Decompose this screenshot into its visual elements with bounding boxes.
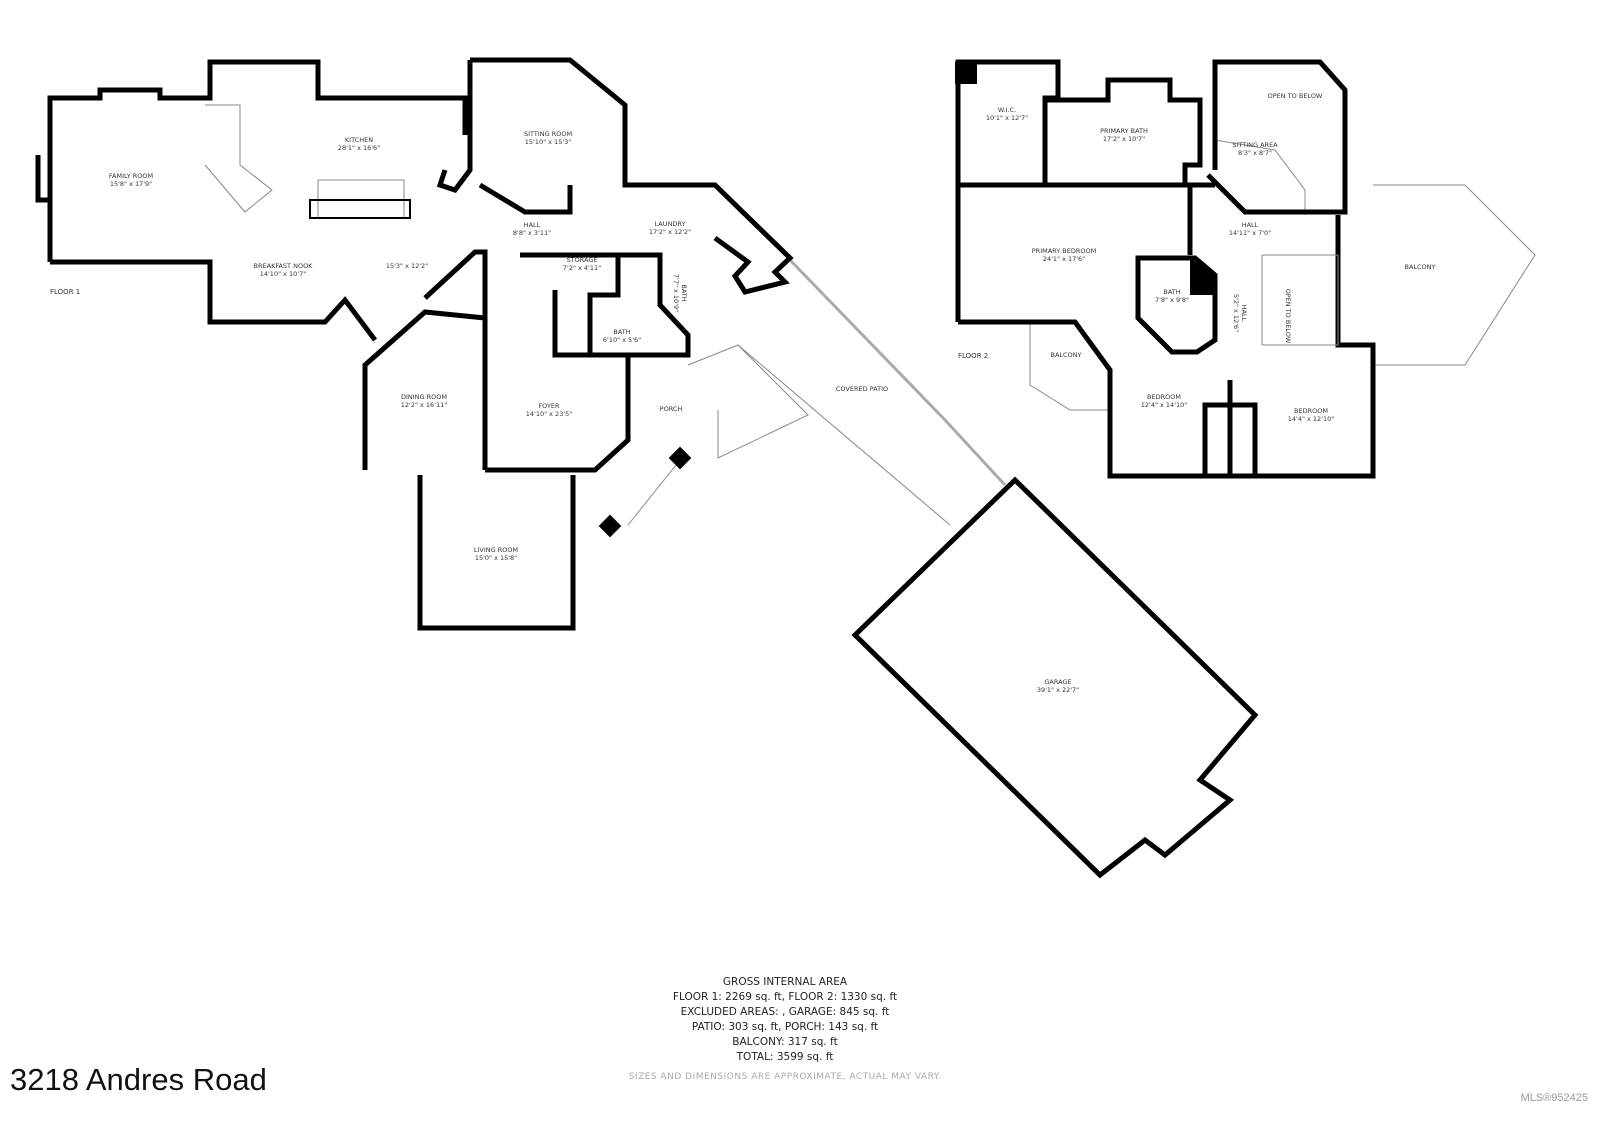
room-wic: W.I.C.10'1" x 12'7" [985, 106, 1029, 122]
area-floors: FLOOR 1: 2269 sq. ft, FLOOR 2: 1330 sq. … [672, 991, 898, 1003]
area-total: TOTAL: 3599 sq. ft [736, 1051, 834, 1063]
floor2-walls [955, 59, 1536, 479]
room-balcony-left: BALCONY [1050, 351, 1082, 359]
area-patio-porch: PATIO: 303 sq. ft, PORCH: 143 sq. ft [691, 1021, 879, 1033]
room-unnamed-area: 15'3" x 12'2" [385, 262, 429, 270]
room-balcony-right: BALCONY [1404, 263, 1436, 271]
gross-internal-area: GROSS INTERNAL AREA FLOOR 1: 2269 sq. ft… [673, 975, 897, 1065]
floor2-label: FLOOR 2 [958, 352, 989, 360]
floor1-walls [35, 57, 1259, 879]
room-open-to-below: OPEN TO BELOW [1267, 92, 1323, 100]
room-porch: PORCH [659, 405, 683, 413]
area-excluded: EXCLUDED AREAS: , GARAGE: 845 sq. ft [680, 1006, 890, 1018]
area-balcony: BALCONY: 317 sq. ft [732, 1036, 838, 1048]
area-heading: GROSS INTERNAL AREA [722, 976, 848, 988]
mls-number: MLS®952425 [1520, 1092, 1588, 1104]
room-covered-patio: COVERED PATIO [835, 385, 889, 393]
room-open-to-below-2: OPEN TO BELOW [1284, 288, 1292, 344]
disclaimer: SIZES AND DIMENSIONS ARE APPROXIMATE, AC… [628, 1072, 942, 1082]
floor1-label: FLOOR 1 [50, 288, 81, 296]
property-address: 3218 Andres Road [10, 1062, 267, 1097]
